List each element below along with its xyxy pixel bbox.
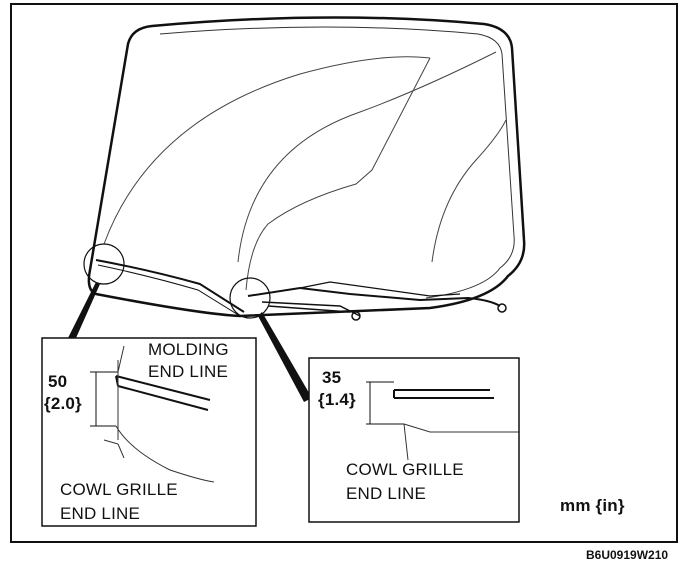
molding-label-line1: MOLDING	[148, 340, 229, 359]
left-cowl-label-line2: END LINE	[60, 504, 141, 523]
left-box-guide-lines	[115, 345, 215, 483]
left-cowl-label-line1: COWL GRILLE	[60, 480, 178, 499]
left-detail-box	[41, 337, 257, 527]
windshield-inner-edge	[159, 26, 515, 299]
right-box-dimension	[366, 381, 404, 425]
right-cowl-label-line2: END LINE	[346, 484, 427, 503]
units-label: mm {in}	[560, 496, 625, 515]
right-cowl-label-line1: COWL GRILLE	[346, 460, 464, 479]
wiper-pivot-far	[497, 303, 507, 313]
right-callout-pointer	[258, 312, 312, 402]
wiper-pivot-right	[351, 311, 361, 321]
right-dimension-value: 35	[322, 368, 342, 387]
inner-sweep-edge	[431, 119, 507, 263]
wiper-arm	[247, 286, 501, 307]
left-callout-pointer	[68, 282, 100, 338]
right-dimension-unit-value: {1.4}	[318, 390, 356, 409]
left-dimension-value: 50	[48, 372, 68, 391]
figure-code: B6U0919W210	[586, 548, 669, 562]
cowl-molding-line	[95, 259, 245, 313]
left-box-leader	[103, 439, 125, 459]
molding-label-line2: END LINE	[148, 362, 229, 381]
detail-circle-right	[229, 277, 271, 319]
windshield-outline	[87, 16, 526, 318]
right-box-strip	[393, 389, 494, 399]
right-detail-box	[308, 357, 520, 523]
wiper-arm-left	[299, 281, 461, 297]
detail-circle-left	[83, 243, 125, 285]
left-box-dimension	[90, 371, 118, 427]
right-wiper-sweep-arc	[237, 51, 497, 263]
left-wiper-sweep-arc	[103, 56, 431, 245]
sweep-zigzag	[245, 57, 431, 291]
cowl-molding-line-inner	[97, 264, 241, 317]
outer-border	[10, 3, 678, 543]
right-box-guide-lines	[403, 423, 520, 461]
left-dimension-unit-value: {2.0}	[44, 394, 82, 413]
